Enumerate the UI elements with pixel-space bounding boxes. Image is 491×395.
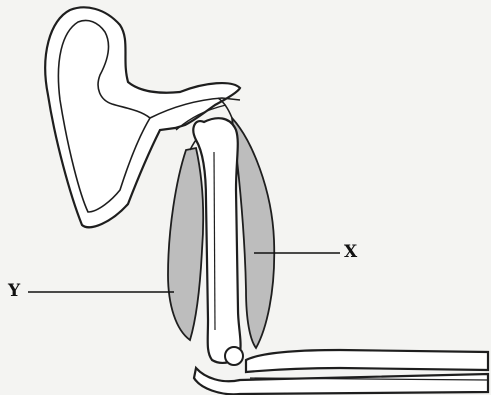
label-x: X: [344, 242, 357, 262]
label-y: Y: [8, 281, 20, 301]
elbow-joint: [225, 347, 243, 365]
